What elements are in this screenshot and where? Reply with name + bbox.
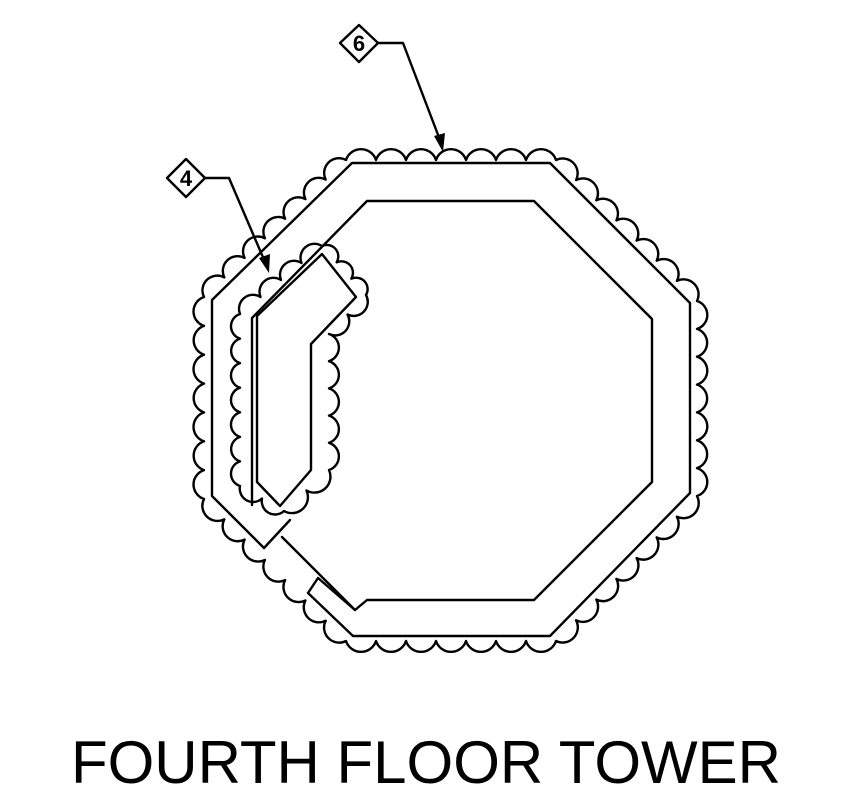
keynote-diamond-6 (338, 23, 380, 64)
leader-arrow-6 (434, 133, 445, 152)
interior-stair-element (255, 252, 358, 508)
leader-line-6 (376, 41, 442, 142)
leader-arrow-4 (259, 254, 270, 273)
revision-cloud-stair (229, 242, 369, 516)
keynote-diamond-4 (165, 157, 207, 199)
keynote-number-6: 6 (353, 31, 365, 56)
keynote-tag-4: 4 (165, 157, 270, 273)
tower-inner-wall (250, 199, 654, 612)
keynote-number-4: 4 (180, 166, 193, 191)
keynote-tag-6: 6 (338, 23, 445, 152)
leader-line-4 (203, 176, 267, 264)
revision-cloud-tower (192, 147, 709, 654)
drawing-title: FOURTH FLOOR TOWER (70, 729, 782, 796)
tower-outer-wall (210, 161, 692, 638)
tower-entry-opening (262, 518, 357, 612)
